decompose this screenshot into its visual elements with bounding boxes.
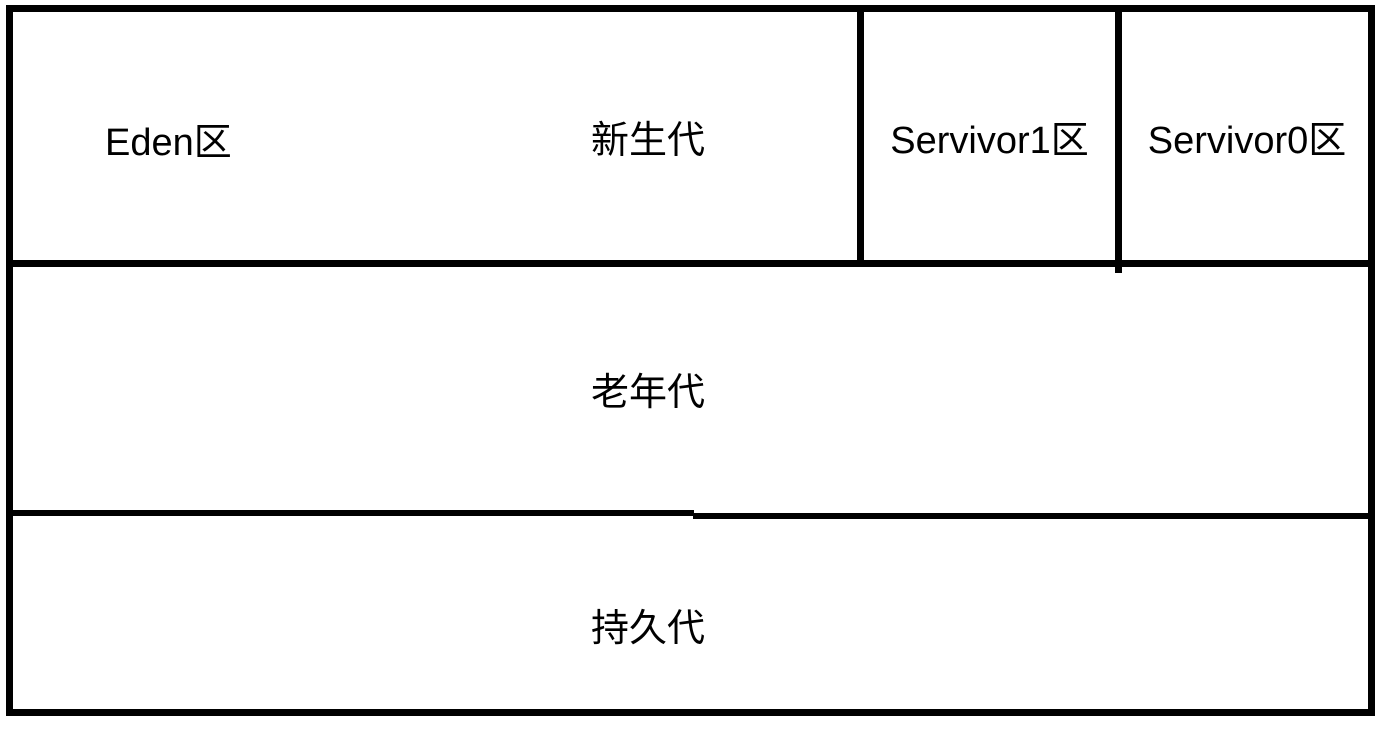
label-survivor0: Servivor0区 [1147,120,1347,162]
label-survivor1: Servivor1区 [890,120,1089,162]
label-eden: Eden区 [105,122,232,164]
divider-survivor1-survivor0 [1115,5,1122,273]
label-old-generation: 老年代 [590,372,705,414]
label-young-generation: 新生代 [590,120,705,162]
label-permanent-generation: 持久代 [590,608,705,650]
outer-frame-bottom-border [6,709,1375,716]
divider-old-permanent-right-segment [693,513,1375,519]
divider-old-permanent-left-segment [6,510,694,516]
outer-frame-top-border [6,5,1375,12]
outer-frame-right-border [1368,5,1375,716]
outer-frame-left-border [6,5,13,716]
divider-young-old [6,260,1375,267]
divider-eden-survivor1 [857,5,864,267]
